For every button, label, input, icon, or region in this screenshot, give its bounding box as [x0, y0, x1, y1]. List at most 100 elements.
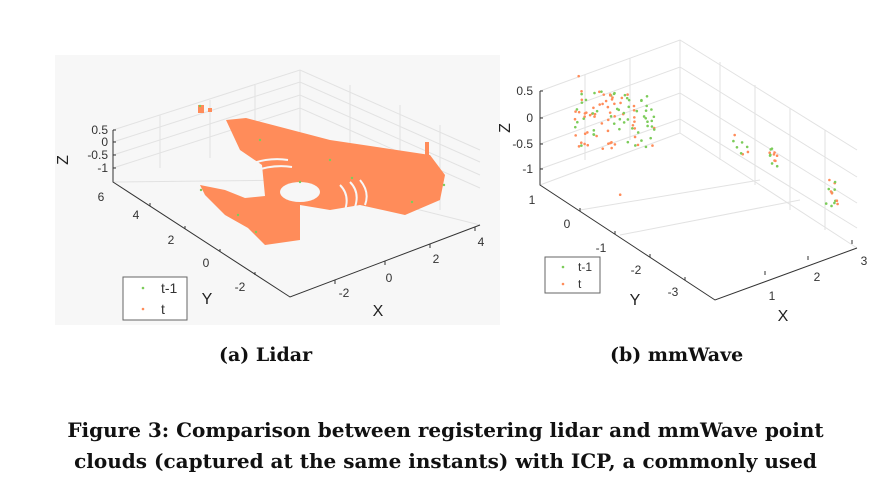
point-t: [633, 116, 636, 119]
point-t: [588, 113, 592, 117]
point-t-minus-1: [623, 93, 627, 97]
point-t: [583, 115, 586, 118]
point-t-minus-1: [830, 204, 833, 208]
point-cloud-t: [200, 118, 445, 245]
legend-label: t-1: [578, 260, 592, 274]
y-tick-label: 0: [564, 217, 571, 231]
point-t-minus-1: [646, 120, 649, 123]
point-cluster: [425, 142, 429, 164]
point-t: [586, 143, 590, 147]
point-t: [573, 117, 577, 121]
point-t: [613, 102, 616, 106]
point-t-minus-1: [627, 105, 631, 109]
y-axis-label: Y: [630, 292, 641, 309]
point-t: [600, 122, 604, 125]
point-t-minus-1: [595, 109, 599, 113]
point-t: [618, 193, 622, 196]
figure-caption-line-1: Figure 3: Comparison between registering…: [67, 418, 824, 442]
point-t-minus-1: [591, 112, 595, 115]
point-t: [579, 141, 583, 145]
y-tick-label: -1: [596, 241, 607, 255]
point-t-minus-1: [652, 115, 656, 119]
point-t: [593, 112, 597, 116]
point-t: [577, 145, 581, 148]
point-t: [607, 142, 610, 145]
point-t: [651, 144, 654, 147]
point-t-minus-1: [642, 115, 646, 118]
point-t: [592, 106, 595, 110]
point-t-minus-1: [652, 128, 656, 131]
y-tick-label: 0: [203, 256, 210, 270]
point-t: [595, 134, 598, 138]
point-t-minus-1: [645, 94, 649, 98]
point-t-minus-1: [745, 145, 749, 149]
point-t-minus-1: [580, 144, 583, 147]
legend-label: t-1: [161, 280, 178, 296]
point-t-minus-1: [600, 90, 603, 93]
point-t: [580, 98, 584, 102]
point-t-minus-1: [622, 111, 626, 115]
point-t-minus-1: [626, 140, 630, 144]
point-t-minus-1: [592, 129, 596, 132]
point-t-minus-1: [582, 117, 586, 120]
point-t: [574, 110, 577, 113]
point-t: [829, 190, 833, 193]
z-tick-label: -1: [522, 162, 533, 176]
point-t-minus-1: [827, 187, 831, 191]
z-axis-label: Z: [497, 123, 514, 133]
y-tick-label: -2: [235, 280, 246, 294]
y-tick-label: 1: [529, 193, 536, 207]
point-t-minus-1: [622, 121, 626, 124]
point-t: [580, 89, 583, 93]
point-t: [620, 96, 624, 100]
point-t: [601, 102, 604, 106]
legend-marker-t: [141, 307, 145, 311]
point-t: [606, 129, 610, 133]
point-t-minus-1: [769, 148, 773, 151]
point-t: [610, 146, 613, 150]
x-tick-label: 3: [861, 254, 868, 268]
mmwave-plot: 0.5 0 -0.5 -1 1 0 -1 -2 -3 1 2 3 Z Y X t…: [497, 39, 868, 325]
z-tick-label: 0.5: [91, 123, 108, 137]
point-t: [773, 151, 776, 154]
legend-label: t: [161, 301, 165, 317]
point-t-minus-1: [640, 139, 643, 142]
z-tick-label: 0: [526, 111, 533, 125]
point-t: [608, 111, 612, 114]
y-tick-label: -2: [631, 263, 642, 277]
z-tick-label: -0.5: [512, 137, 533, 151]
point-t-minus-1: [631, 127, 634, 130]
subcaption-a: (a) Lidar: [219, 344, 313, 366]
point-t: [768, 151, 771, 155]
point-t-minus-1: [615, 107, 619, 111]
z-tick-label: -1: [97, 161, 108, 175]
point-t: [583, 132, 587, 136]
mmwave-points: [573, 74, 839, 208]
z-axis-label: Z: [55, 155, 72, 165]
point-t-minus-1: [833, 201, 836, 205]
point-t-minus-1: [650, 108, 653, 111]
legend-marker-t-minus-1: [141, 286, 145, 290]
point-t: [598, 103, 602, 106]
point-t-minus-1: [775, 164, 779, 168]
point-t-minus-1: [824, 202, 828, 205]
scan-rings: [247, 158, 368, 211]
point-t-minus-1: [645, 104, 649, 108]
y-tick-label: -3: [668, 285, 679, 299]
point-t: [773, 159, 776, 162]
point-t-minus-1: [618, 127, 621, 131]
point-t: [828, 178, 831, 182]
legend-marker-t: [561, 282, 565, 286]
point-t-minus-1: [833, 180, 837, 184]
point-t-minus-1: [576, 120, 579, 124]
legend-marker-t-minus-1: [561, 265, 565, 269]
point-t: [586, 131, 589, 134]
axes: [539, 90, 858, 301]
legend-label: t: [578, 277, 582, 291]
point-t: [609, 141, 612, 145]
point-t: [602, 93, 606, 96]
y-tick-label: 6: [98, 190, 105, 204]
point-t: [636, 143, 640, 147]
point-t-minus-1: [740, 141, 744, 144]
